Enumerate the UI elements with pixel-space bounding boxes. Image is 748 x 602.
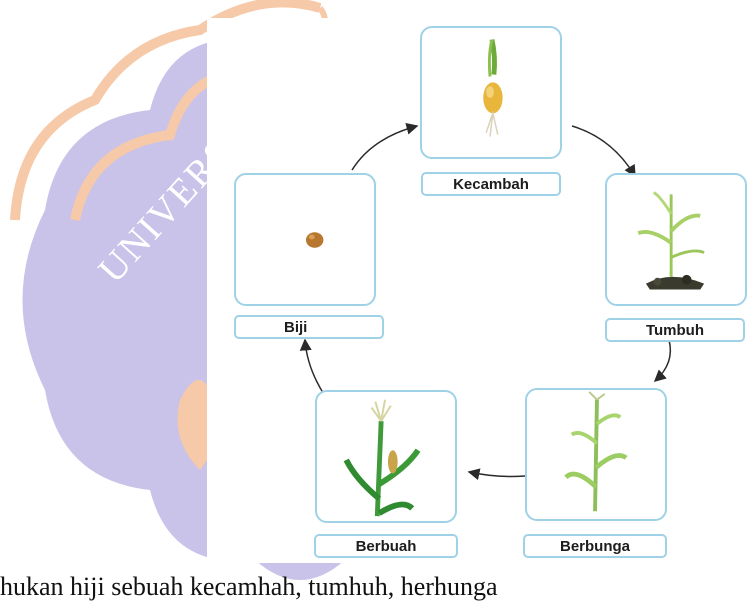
fruiting-plant-image [317, 392, 455, 521]
young-plant-image [607, 175, 745, 304]
body-text-caption: hukan hiji sebuah kecamhah, tumhuh, herh… [0, 572, 748, 602]
stage-card-kecambah [420, 26, 562, 159]
stage-label-biji: Biji [234, 315, 384, 339]
flowering-plant-image [527, 390, 665, 519]
arrow-kecambah-to-tumbuh [572, 126, 635, 176]
stage-label-kecambah: Kecambah [421, 172, 561, 196]
life-cycle-diagram: Kecambah Tumbuh Berbunga [207, 18, 748, 563]
stage-label-tumbuh: Tumbuh [605, 318, 745, 342]
stage-card-tumbuh [605, 173, 747, 306]
seed-image [236, 175, 374, 304]
sprout-image [422, 28, 560, 157]
arrow-tumbuh-to-berbunga [655, 340, 670, 381]
arrow-biji-to-kecambah [352, 126, 417, 170]
stage-card-berbuah [315, 390, 457, 523]
stage-card-biji [234, 173, 376, 306]
stage-card-berbunga [525, 388, 667, 521]
arrow-berbunga-to-berbuah [469, 472, 525, 477]
stage-label-berbuah: Berbuah [314, 534, 458, 558]
arrow-berbuah-to-biji [305, 340, 325, 396]
stage-label-berbunga: Berbunga [523, 534, 667, 558]
